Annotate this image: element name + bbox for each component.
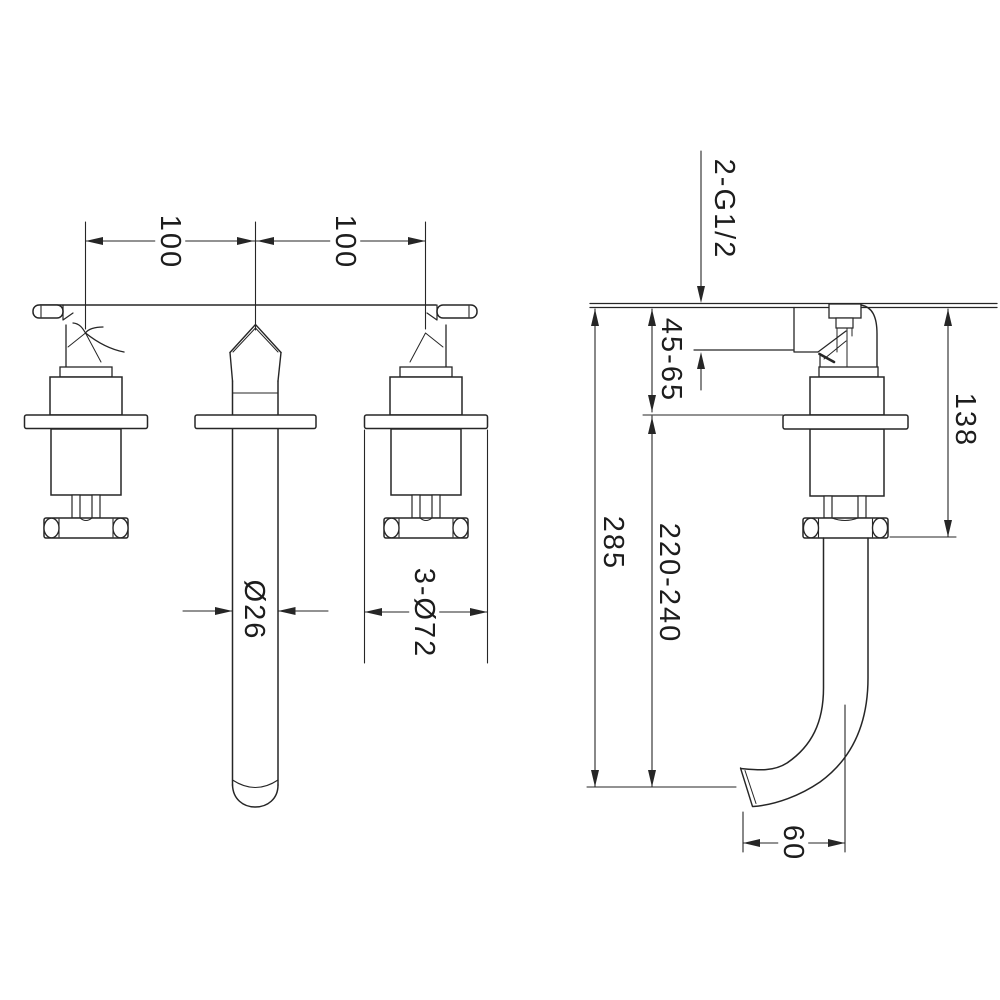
side-dimensions — [586, 150, 957, 853]
dim-label-overall-projection: 285 — [597, 513, 630, 573]
dim-spout-diameter — [182, 607, 329, 615]
side-view — [589, 302, 998, 808]
spout-pipe — [231, 380, 279, 808]
dim-label-spout-projection: 220-240 — [653, 520, 686, 646]
dim-overall-projection — [586, 308, 737, 788]
dim-label-in-wall-depth: 45-65 — [655, 315, 688, 405]
dim-label-spacing-right: 100 — [329, 212, 362, 272]
dim-label-outlet-offset: 60 — [777, 822, 810, 864]
dim-inlet-leader — [697, 150, 705, 391]
escutcheon-flanges — [23, 414, 489, 430]
dim-label-body-height: 138 — [949, 390, 982, 450]
wall-line — [589, 302, 998, 309]
dim-label-spout-diameter: Ø26 — [238, 577, 271, 643]
dim-in-wall-depth — [642, 308, 784, 416]
spout-cone — [229, 323, 282, 382]
dim-label-inlet-thread: 2-G1/2 — [708, 156, 741, 262]
dim-spout-projection — [648, 415, 656, 788]
side-spout — [739, 537, 869, 808]
dim-body-height — [889, 308, 957, 538]
side-handle-stack — [782, 366, 909, 539]
right-handle — [383, 366, 469, 539]
dim-label-escutcheon-diameter: 3-Ø72 — [408, 565, 441, 661]
right-funnel — [409, 324, 447, 368]
front-dimensions — [84, 221, 489, 664]
left-funnel — [65, 324, 102, 368]
front-view — [23, 304, 489, 808]
dim-spacing — [84, 221, 427, 331]
left-handle — [43, 366, 129, 539]
dim-label-spacing-left: 100 — [154, 212, 187, 272]
side-elbow-body — [693, 303, 878, 368]
